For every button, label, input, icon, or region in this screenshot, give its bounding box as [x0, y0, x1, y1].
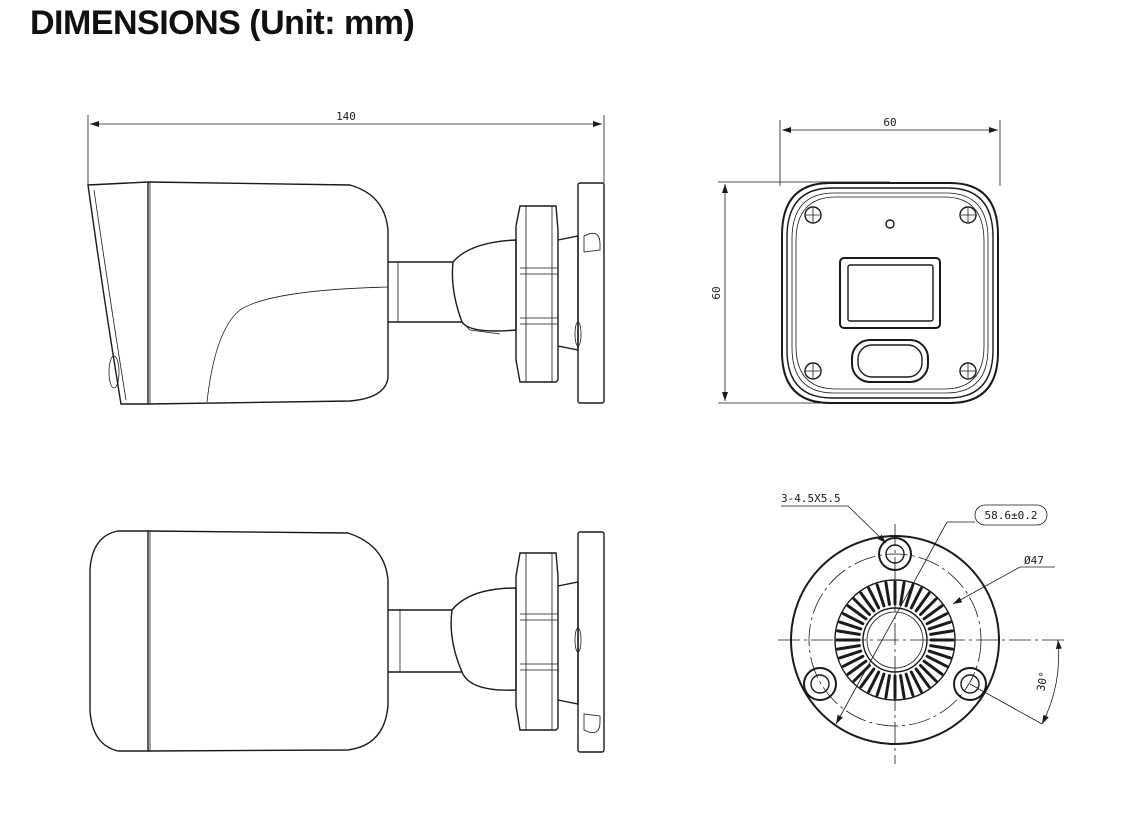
base-view: 3-4.5X5.5 58.6±0.2 Ø47 30° — [778, 492, 1068, 764]
rib — [914, 667, 931, 689]
rib — [899, 674, 906, 699]
rib — [919, 597, 938, 616]
rib — [859, 591, 876, 613]
rib — [841, 654, 865, 668]
width-dimension-label: 60 — [883, 116, 896, 129]
rib — [875, 672, 886, 697]
angle-arc — [1041, 639, 1062, 725]
rib — [909, 670, 923, 694]
sensor-hole — [885, 219, 895, 229]
pcd-label-box — [974, 504, 1048, 526]
mounting-hole — [878, 537, 912, 571]
rib — [875, 583, 886, 608]
base-plate — [790, 535, 1000, 745]
front-housing — [781, 182, 999, 404]
rib — [859, 667, 876, 689]
rib — [884, 581, 891, 606]
rib — [846, 604, 868, 621]
pitch-circle — [808, 553, 982, 727]
rib — [909, 586, 923, 610]
screw-icon — [959, 362, 977, 380]
camera-body — [147, 530, 389, 752]
rib — [929, 644, 954, 651]
rib — [838, 649, 863, 660]
lens-window — [839, 257, 941, 329]
rib — [899, 581, 906, 606]
rib — [867, 670, 881, 694]
height-dimension-label: 60 — [710, 286, 723, 299]
rib — [904, 672, 915, 697]
rib — [919, 664, 938, 683]
rib — [884, 674, 891, 699]
ball-joint — [450, 587, 517, 691]
rib — [836, 644, 861, 651]
rib — [841, 612, 865, 626]
angle-label: 30° — [1034, 670, 1050, 692]
rib — [922, 604, 944, 621]
rib — [867, 586, 881, 610]
mount-neck — [388, 261, 462, 323]
mounting-hole — [953, 667, 987, 701]
screw-icon — [804, 362, 822, 380]
rib — [852, 597, 871, 616]
wall-plate — [577, 182, 605, 404]
rib — [838, 620, 863, 631]
rib — [922, 659, 944, 676]
screw-icon — [959, 206, 977, 224]
hole-spec-label: 3-4.5X5.5 — [781, 492, 841, 505]
locking-nut — [515, 205, 559, 383]
locking-nut — [515, 552, 559, 731]
side-view-top: 140 — [87, 110, 605, 405]
rib — [925, 612, 949, 626]
camera-hood — [87, 181, 149, 405]
mounting-hole — [803, 667, 837, 701]
length-dimension-label: 140 — [336, 110, 356, 123]
wall-plate — [577, 531, 605, 753]
rib — [929, 629, 954, 636]
camera-body — [147, 181, 389, 405]
light-window — [851, 339, 929, 383]
page-title: DIMENSIONS (Unit: mm) — [30, 4, 415, 42]
rib — [846, 659, 868, 676]
camera-cap — [89, 530, 149, 752]
rib — [925, 654, 949, 668]
front-view: 60 60 — [710, 116, 1001, 404]
rib — [927, 649, 952, 660]
screw-icon — [804, 206, 822, 224]
rib — [914, 591, 931, 613]
ball-joint — [451, 239, 517, 332]
pcd-label: 58.6±0.2 — [985, 509, 1038, 522]
rib — [904, 583, 915, 608]
side-view-bottom — [89, 530, 605, 753]
rib — [836, 629, 861, 636]
rib — [927, 620, 952, 631]
diameter-label: Ø47 — [1024, 554, 1044, 567]
